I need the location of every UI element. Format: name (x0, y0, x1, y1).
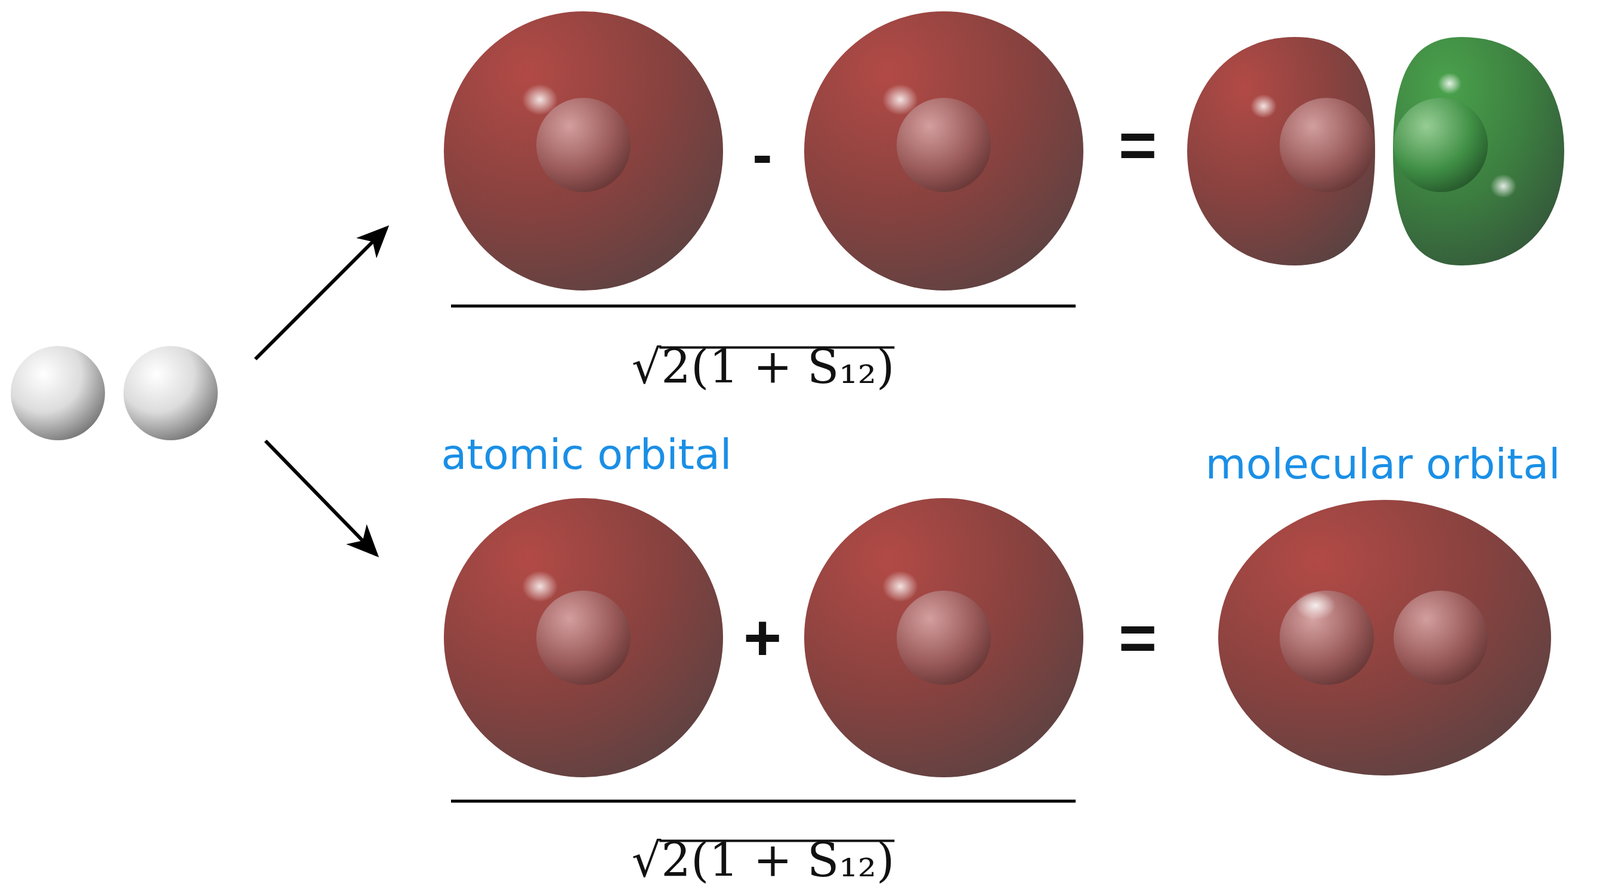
molecular-orbital-label: molecular orbital (1205, 443, 1561, 486)
minus-operator: - (752, 124, 772, 184)
plus-operator: + (743, 604, 782, 671)
equals-sign: = (1118, 604, 1157, 671)
normalization-denominator: √2(1 + S₁₂) (631, 343, 895, 391)
atomic-orbital-label: atomic orbital (441, 433, 732, 476)
normalization-denominator: √2(1 + S₁₂) (631, 836, 895, 884)
equals-sign: = (1118, 112, 1157, 178)
